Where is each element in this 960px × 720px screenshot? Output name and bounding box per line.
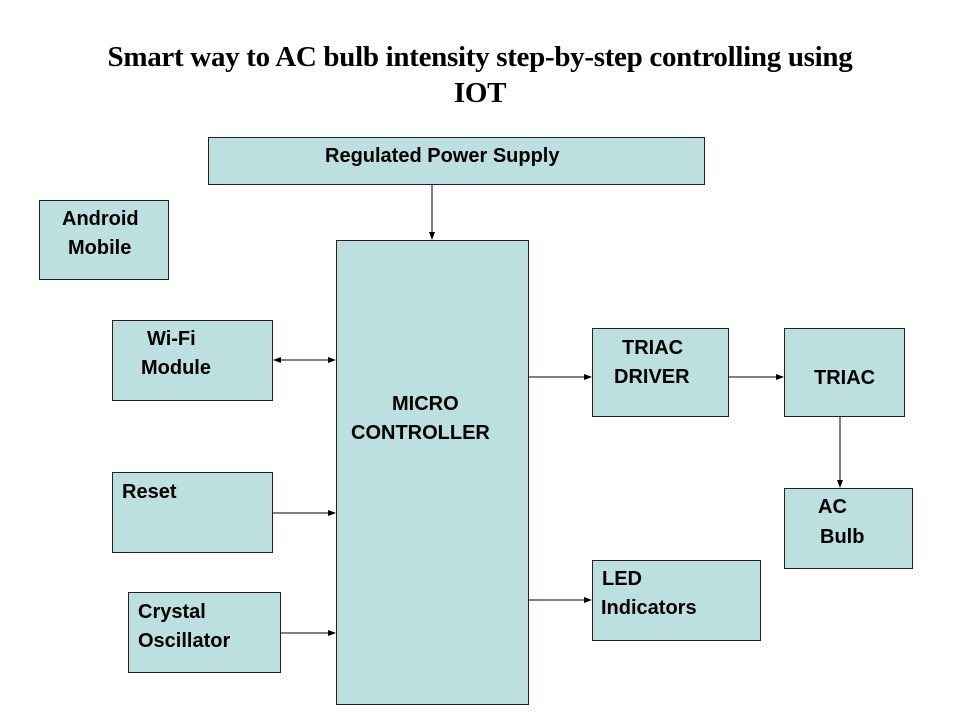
triac-block: TRIAC xyxy=(784,328,905,417)
block-label: MICRO xyxy=(392,393,459,415)
android-mobile-block: Android Mobile xyxy=(39,200,169,280)
regulated-power-supply-block: Regulated Power Supply xyxy=(208,137,705,185)
block-label: TRIAC xyxy=(622,337,684,359)
diagram-title-line2: IOT xyxy=(453,77,507,109)
block-label: Indicators xyxy=(601,597,697,619)
block-label: Regulated Power Supply xyxy=(325,145,560,167)
block-label: Reset xyxy=(122,481,177,503)
block-label: Module xyxy=(141,357,211,379)
block-label: Mobile xyxy=(68,237,132,259)
crystal-oscillator-block: Crystal Oscillator xyxy=(128,592,281,673)
block-label: CONTROLLER xyxy=(351,422,490,444)
ac-bulb-block: AC Bulb xyxy=(784,488,913,569)
block-label: Wi-Fi xyxy=(147,328,196,350)
led-indicators-block: LED Indicators xyxy=(592,560,761,641)
micro-controller-block: MICRO CONTROLLER xyxy=(336,240,529,705)
block-label: LED xyxy=(602,568,642,590)
block-label: Crystal xyxy=(138,601,206,623)
reset-block: Reset xyxy=(112,472,273,553)
triac-driver-block: TRIAC DRIVER xyxy=(592,328,729,417)
wifi-module-block: Wi-Fi Module xyxy=(112,320,273,401)
diagram-title-line1: Smart way to AC bulb intensity step-by-s… xyxy=(107,41,853,73)
block-label: DRIVER xyxy=(614,366,690,388)
block-label: AC xyxy=(818,496,847,518)
block-label: Android xyxy=(62,208,139,230)
block-label: Oscillator xyxy=(138,630,231,652)
block-label: Bulb xyxy=(820,526,865,548)
block-label: TRIAC xyxy=(814,367,876,389)
